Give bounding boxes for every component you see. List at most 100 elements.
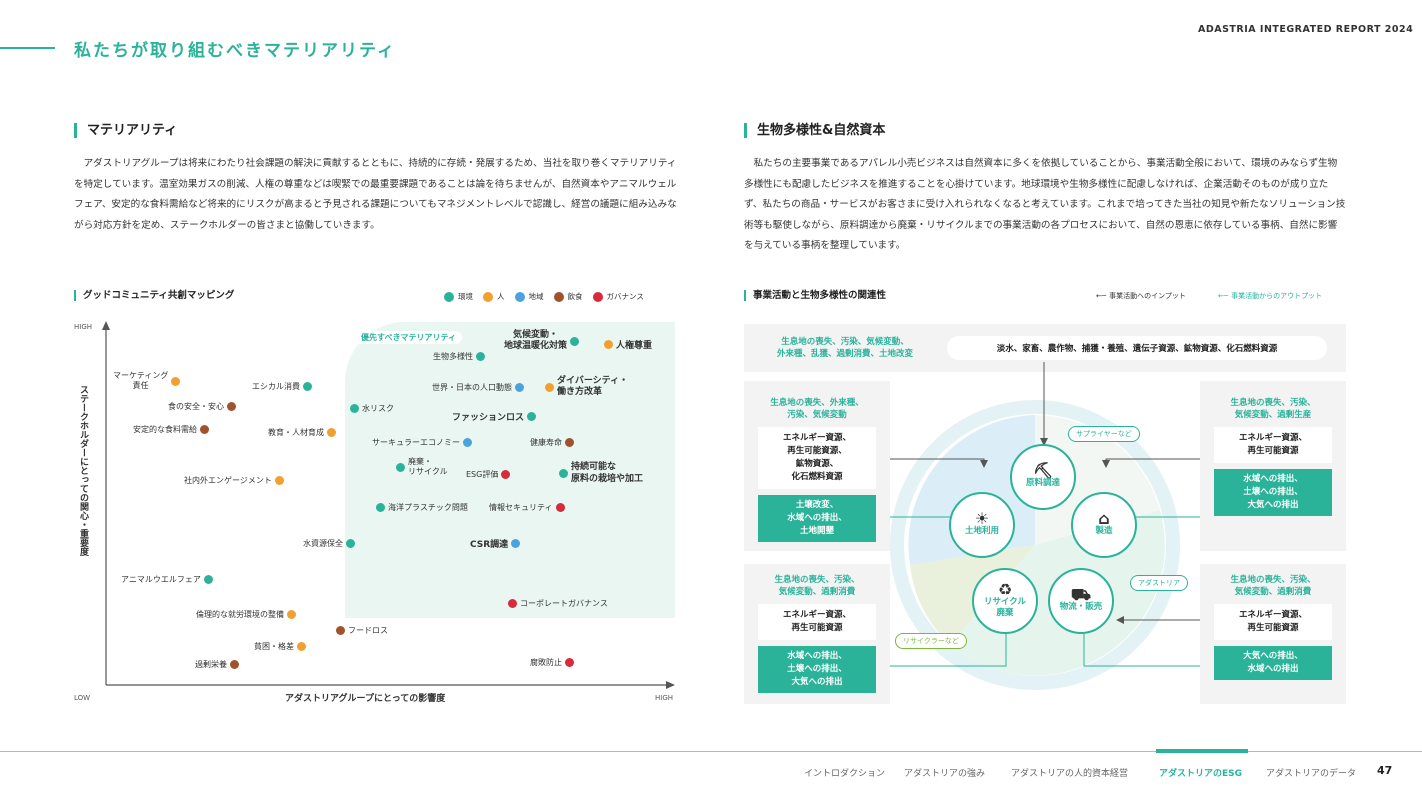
node-manufacturing: ⌂製造 xyxy=(1071,492,1137,558)
leaf-icon xyxy=(203,575,213,584)
box-br-inputs: エネルギー資源、 再生可能資源 xyxy=(1214,604,1332,640)
item-labor: 倫理的な就労環境の整備 xyxy=(196,609,296,620)
box-bl-title: 生息地の喪失、汚染、 気候変動、過剰消費 xyxy=(774,575,860,597)
nav-introduction[interactable]: イントロダクション xyxy=(804,769,886,779)
check-icon xyxy=(555,503,565,512)
pill-recycler: リサイクラーなど xyxy=(895,633,967,649)
item-water-conservation: 水資源保全 xyxy=(303,538,355,549)
item-plastic: 海洋プラスチック問題 xyxy=(376,502,468,513)
legend-food: 飲食 xyxy=(567,292,583,301)
nav-human-capital[interactable]: アダストリアの人的資本経営 xyxy=(1011,769,1129,779)
nav-data[interactable]: アダストリアのデータ xyxy=(1266,769,1357,779)
cup-icon xyxy=(200,425,209,434)
priority-label: 優先すべきマテリアリティ xyxy=(355,331,462,344)
pill-adastria: アダストリア xyxy=(1130,575,1188,591)
house-icon xyxy=(515,383,524,392)
footer-divider xyxy=(0,751,1422,752)
person-icon xyxy=(287,610,296,619)
nav-strengths[interactable]: アダストリアの強み xyxy=(904,769,986,779)
person-icon xyxy=(604,340,613,349)
top-resources: 淡水、家畜、農作物、捕獲・養殖、遺伝子資源、鉱物資源、化石燃料資源 xyxy=(947,336,1327,360)
item-food-loss: フードロス xyxy=(336,625,388,636)
matrix-axes xyxy=(102,321,675,689)
leaf-icon xyxy=(303,382,312,391)
y-axis-high: HIGH xyxy=(74,323,93,331)
box-logistics: 生息地の喪失、汚染、 気候変動、過剰消費 エネルギー資源、 再生可能資源 大気へ… xyxy=(1200,564,1346,704)
check-icon xyxy=(565,658,574,667)
item-longevity: 健康寿命 xyxy=(530,437,574,448)
node-recycle: ♻リサイクル 廃棄 xyxy=(972,568,1038,634)
cup-icon xyxy=(230,660,239,669)
box-bl-inputs: エネルギー資源、 再生可能資源 xyxy=(758,604,876,640)
item-csr: CSR調達 xyxy=(470,537,521,550)
arrow-left-icon: ←─ xyxy=(1096,292,1107,300)
person-icon xyxy=(483,291,493,302)
item-fashion-loss: ファッションロス xyxy=(452,410,537,423)
report-title: ADASTRIA INTEGRATED REPORT 2024 xyxy=(1198,24,1414,35)
y-axis-label: ステークホルダーにとっての関心・重要度 xyxy=(78,385,88,556)
node-logistics: ⛟物流・販売 xyxy=(1048,568,1114,634)
item-animal: アニマルウエルフェア xyxy=(121,574,213,585)
house-icon xyxy=(514,291,525,302)
heading-accent-line xyxy=(0,47,55,49)
legend-input: ←─事業活動へのインプット xyxy=(1096,292,1186,300)
item-food-supply: 安定的な食料需給 xyxy=(133,424,209,435)
cup-icon xyxy=(553,291,564,302)
box-br-title: 生息地の喪失、汚染、 気候変動、過剰消費 xyxy=(1230,575,1316,597)
box-tr-inputs: エネルギー資源、 再生可能資源 xyxy=(1214,427,1332,463)
box-br-outputs: 大気への排出、 水域への排出 xyxy=(1214,646,1332,680)
box-bl-outputs: 水域への排出、 土壌への排出、 大気への排出 xyxy=(758,646,876,693)
legend-environment: 環境 xyxy=(458,292,473,301)
house-icon xyxy=(463,438,472,447)
item-water-risk: 水リスク xyxy=(350,403,394,414)
sun-hill-icon: ☀ xyxy=(974,509,990,528)
item-climate: 気候変動・ 地球温暖化対策 xyxy=(504,330,580,352)
box-recycle: 生息地の喪失、汚染、 気候変動、過剰消費 エネルギー資源、 再生可能資源 水域へ… xyxy=(744,564,890,704)
item-anticorruption: 腐敗防止 xyxy=(530,657,574,668)
check-icon xyxy=(592,291,603,302)
person-icon xyxy=(274,476,284,485)
section-title-materiality: マテリアリティ xyxy=(74,123,177,138)
person-icon xyxy=(545,382,554,392)
item-food-safety: 食の安全・安心 xyxy=(168,401,236,412)
truck-store-icon: ⛟ xyxy=(1070,585,1092,604)
item-population: 世界・日本の人口動態 xyxy=(432,382,524,393)
cup-icon xyxy=(336,626,345,635)
biodiversity-paragraph: 私たちの主要事業であるアパレル小売ビジネスは自然資本に多くを依拠していることから… xyxy=(744,158,1346,251)
map-legend: 環境 人 地域 飲食 ガバナンス xyxy=(444,291,644,302)
box-tl-outputs: 土壌改変、 水域への排出、 土地開墾 xyxy=(758,495,876,542)
leaf-icon xyxy=(570,336,580,346)
box-manufacturing: 生息地の喪失、汚染、 気候変動、過剰生産 エネルギー資源、 再生可能資源 水域へ… xyxy=(1200,381,1346,551)
footer-active-indicator xyxy=(1156,749,1248,753)
item-esg: ESG評価 xyxy=(466,469,511,480)
top-threats: 生息地の喪失、汚染、気候変動、 外来種、乱獲、過剰消費、土地改変 xyxy=(776,337,913,359)
legend-governance: ガバナンス xyxy=(606,292,644,301)
item-disposal: 廃棄・ リサイクル xyxy=(396,457,448,477)
person-icon xyxy=(171,376,181,386)
item-engagement: 社内外エンゲージメント xyxy=(184,475,284,486)
x-axis-high: HIGH xyxy=(655,694,674,702)
leaf-icon xyxy=(476,352,485,361)
item-circular: サーキュラーエコノミー xyxy=(372,437,472,448)
item-biodiversity: 生物多様性 xyxy=(433,351,485,362)
diagram-title: 事業活動と生物多様性の関連性 xyxy=(744,290,886,301)
legend-output: ←─事業活動からのアウトプット xyxy=(1218,292,1323,300)
environment-icon xyxy=(444,291,454,302)
item-corp-gov: コーポレートガバナンス xyxy=(508,598,608,609)
check-icon xyxy=(508,599,517,608)
nav-esg[interactable]: アダストリアのESG xyxy=(1159,769,1243,779)
item-sustainable: 持続可能な 原料の栽培や加工 xyxy=(559,461,643,485)
pill-supplier: サプライヤーなど xyxy=(1068,426,1140,442)
item-human-rights: 人権尊重 xyxy=(604,338,652,351)
item-education: 教育・人材育成 xyxy=(268,427,336,438)
recycle-icon: ♻ xyxy=(997,579,1013,599)
person-icon xyxy=(297,642,306,651)
person-icon xyxy=(327,428,336,437)
box-tl-inputs: エネルギー資源、 再生可能資源、 鉱物資源、 化石燃料資源 xyxy=(758,427,876,489)
box-land-use: 生息地の喪失、外来種、 汚染、気候変動 エネルギー資源、 再生可能資源、 鉱物資… xyxy=(744,381,890,551)
arrow-left-icon: ←─ xyxy=(1218,292,1229,300)
item-marketing: マーケティング 責任 xyxy=(113,371,181,391)
leaf-icon xyxy=(559,468,568,478)
node-land-use: ☀土地利用 xyxy=(949,492,1015,558)
legend-people: 人 xyxy=(497,292,505,301)
